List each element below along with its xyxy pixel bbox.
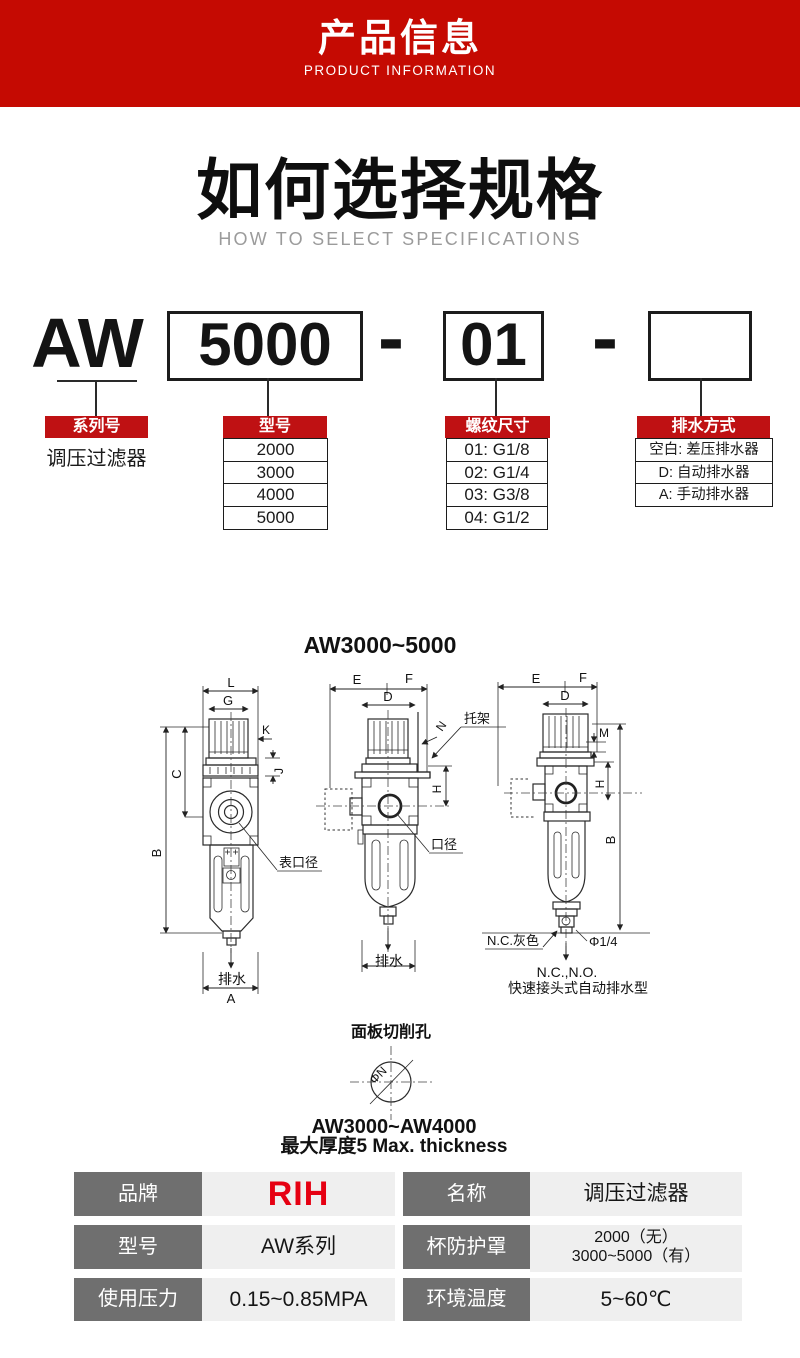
banner-subtitle: PRODUCT INFORMATION [303, 63, 497, 78]
spec-label-model: 型号 [74, 1225, 202, 1269]
model-option: 5000 [223, 505, 328, 530]
thread-option: 04: G1/2 [446, 505, 548, 530]
spec-label-cup-guard: 杯防护罩 [403, 1225, 530, 1269]
spec-value-cup-guard: 2000（无） 3000~5000（有） [530, 1225, 742, 1272]
series-header: 系列号 [45, 416, 148, 438]
thread-option: 02: G1/4 [446, 460, 548, 485]
page-title: 如何选择规格 [196, 153, 604, 227]
drain-label: 排水 [375, 953, 403, 969]
dim-H: H [593, 780, 607, 789]
drain-options-table: 空白: 差压排水器 D: 自动排水器 A: 手动排水器 [635, 438, 773, 507]
series-value: 调压过滤器 [46, 448, 147, 470]
dim-D: D [560, 688, 569, 703]
thread-options-table: 01: G1/8 02: G1/4 03: G3/8 04: G1/2 [446, 438, 548, 530]
panel-hole-diagram: 面板切削孔 ΦN AW3000~AW4000 最大厚度5 Max. thickn… [280, 1022, 507, 1157]
connector-line [95, 381, 97, 416]
dim-F: F [579, 670, 587, 685]
dim-E: E [532, 671, 541, 686]
auto-drain-view-drawing: E F D M H B [482, 670, 650, 996]
spec-value-temperature: 5~60℃ [530, 1278, 742, 1321]
connector-line [700, 378, 702, 416]
section-title-block: 如何选择规格 HOW TO SELECT SPECIFICATIONS [0, 156, 800, 250]
connector-line [57, 380, 137, 382]
model-options-table: 2000 3000 4000 5000 [223, 438, 328, 530]
dim-B: B [603, 836, 618, 845]
spec-value-brand: RIH [202, 1172, 395, 1216]
spec-label-pressure: 使用压力 [74, 1278, 202, 1321]
drain-option: D: 自动排水器 [635, 460, 773, 485]
model-option: 2000 [223, 438, 328, 462]
nc-gray-label: N.C.灰色 [487, 933, 539, 948]
thread-option: 03: G3/8 [446, 483, 548, 507]
spec-value-pressure: 0.15~0.85MPA [202, 1278, 395, 1321]
max-thickness-label: 最大厚度5 Max. thickness [280, 1134, 507, 1157]
dim-G: G [223, 693, 233, 708]
spec-label-temperature: 环境温度 [403, 1278, 530, 1321]
model-option: 4000 [223, 483, 328, 507]
model-option: 3000 [223, 460, 328, 485]
phi-n-label: ΦN [367, 1064, 390, 1087]
dim-D: D [383, 689, 392, 704]
drain-code-box-empty [648, 311, 752, 381]
drain-label: 排水 [218, 971, 246, 987]
connector-line [267, 378, 269, 416]
technical-drawing: L G K J C B [149, 670, 650, 1157]
dim-M: M [599, 726, 609, 740]
drain-header: 排水方式 [637, 416, 770, 438]
model-prefix: AW [31, 304, 144, 382]
model-header: 型号 [223, 416, 327, 438]
front-view-drawing: L G K J C B [149, 675, 322, 1006]
dim-N: N [433, 719, 449, 734]
spec-value-model: AW系列 [202, 1225, 395, 1269]
dim-C: C [169, 769, 184, 778]
side-view-drawing: E F D N 托架 H [316, 671, 506, 972]
dim-H: H [430, 785, 444, 794]
bracket-label: 托架 [464, 711, 490, 726]
thread-code-box: 01 [443, 311, 544, 381]
drain-option: A: 手动排水器 [635, 483, 773, 507]
spec-value-name: 调压过滤器 [530, 1172, 742, 1216]
page-subtitle: HOW TO SELECT SPECIFICATIONS [218, 229, 582, 249]
drawing-title: AW3000~5000 [303, 632, 457, 658]
port-label: 口径 [431, 837, 457, 852]
connector-line [495, 378, 497, 416]
dim-F: F [405, 671, 413, 686]
dim-L: L [227, 675, 234, 690]
product-info-banner: 产品信息 PRODUCT INFORMATION [0, 0, 800, 107]
gauge-port-label: 表口径 [279, 855, 318, 870]
model-number-box: 5000 [167, 311, 363, 381]
dim-A: A [227, 991, 236, 1006]
dim-B: B [149, 849, 164, 858]
nc-no-label: N.C.,N.O. [537, 964, 598, 980]
dim-J: J [272, 768, 286, 774]
cup-guard-line1: 2000（无） [594, 1229, 678, 1246]
quick-coupling-label: 快速接头式自动排水型 [508, 980, 648, 996]
thread-option: 01: G1/8 [446, 438, 548, 462]
dim-K: K [262, 723, 270, 737]
spec-label-name: 名称 [403, 1172, 530, 1216]
dim-E: E [353, 672, 362, 687]
spec-label-brand: 品牌 [74, 1172, 202, 1216]
phi-quarter-label: Φ1/4 [589, 934, 617, 949]
banner-title: 产品信息 [317, 18, 482, 60]
dash-separator: - [592, 293, 618, 381]
cup-guard-line2: 3000~5000（有） [571, 1248, 701, 1265]
thread-header: 螺纹尺寸 [445, 416, 550, 438]
drain-option: 空白: 差压排水器 [635, 438, 773, 462]
panel-range-label: AW3000~AW4000 [311, 1116, 476, 1138]
dash-separator: - [378, 293, 404, 381]
panel-hole-title: 面板切削孔 [351, 1022, 431, 1041]
